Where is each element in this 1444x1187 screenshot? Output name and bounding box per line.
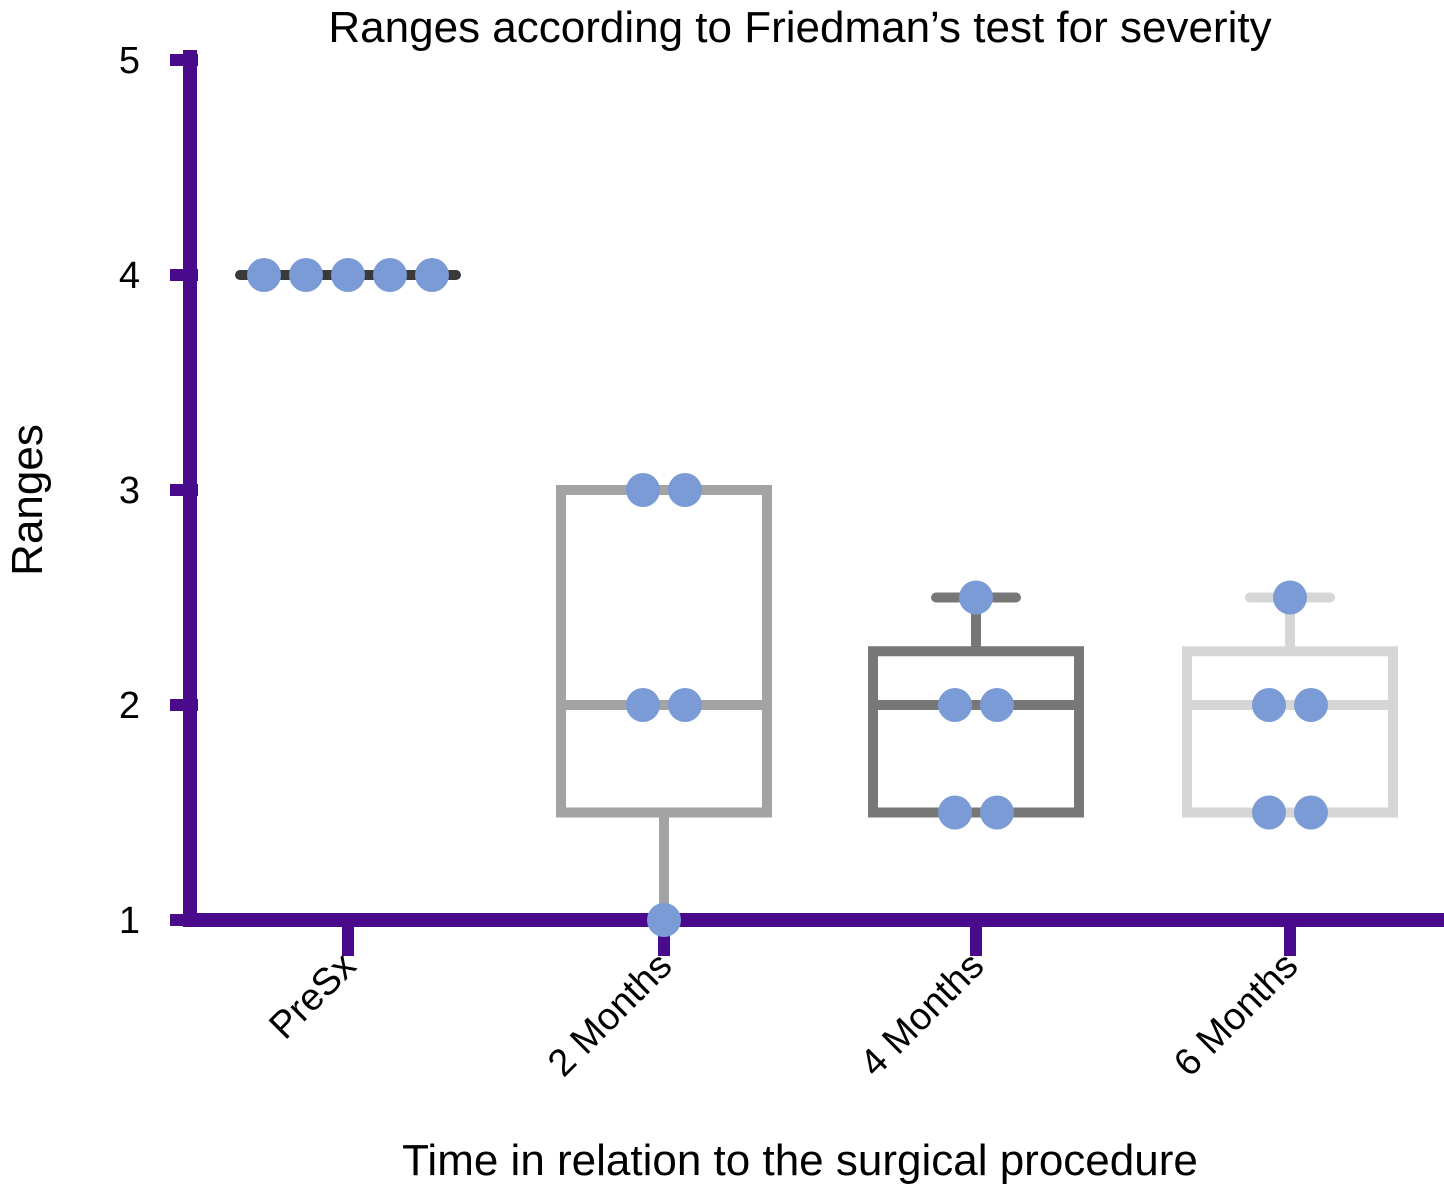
y-tick-label-3: 3 <box>119 470 140 512</box>
data-point-4-months <box>959 580 993 615</box>
data-point-4-months <box>938 795 972 830</box>
y-axis-label: Ranges <box>3 424 52 576</box>
data-point-presx <box>331 258 365 292</box>
data-point-4-months <box>980 688 1014 722</box>
x-axis-label: Time in relation to the surgical procedu… <box>402 1136 1198 1185</box>
chart-title: Ranges according to Friedman’s test for … <box>328 3 1271 52</box>
data-point-6-months <box>1252 688 1286 722</box>
data-point-2-months <box>668 688 702 722</box>
data-point-2-months <box>647 903 681 937</box>
data-point-presx <box>373 258 407 292</box>
y-tick-label-2: 2 <box>119 685 140 727</box>
data-point-presx <box>289 258 323 292</box>
y-tick-label-1: 1 <box>119 900 140 942</box>
data-point-6-months <box>1252 795 1286 830</box>
box-6-months <box>1182 646 1398 818</box>
data-point-4-months <box>938 688 972 722</box>
data-point-6-months <box>1273 580 1307 615</box>
data-point-2-months <box>626 473 660 507</box>
y-tick-label-5: 5 <box>119 40 140 82</box>
y-tick-label-4: 4 <box>119 255 140 297</box>
data-point-6-months <box>1294 688 1328 722</box>
x-tick-label-4-months: 4 Months <box>852 945 992 1085</box>
x-tick-label-presx: PreSx <box>261 945 364 1048</box>
data-point-4-months <box>980 795 1014 830</box>
data-point-2-months <box>668 473 702 507</box>
data-point-6-months <box>1294 795 1328 830</box>
data-point-2-months <box>626 688 660 722</box>
data-point-presx <box>415 258 449 292</box>
box-2-months <box>556 485 772 818</box>
data-point-presx <box>247 258 281 292</box>
x-tick-label-6-months: 6 Months <box>1166 945 1306 1085</box>
box-4-months <box>868 646 1084 818</box>
x-tick-label-2-months: 2 Months <box>540 945 680 1085</box>
